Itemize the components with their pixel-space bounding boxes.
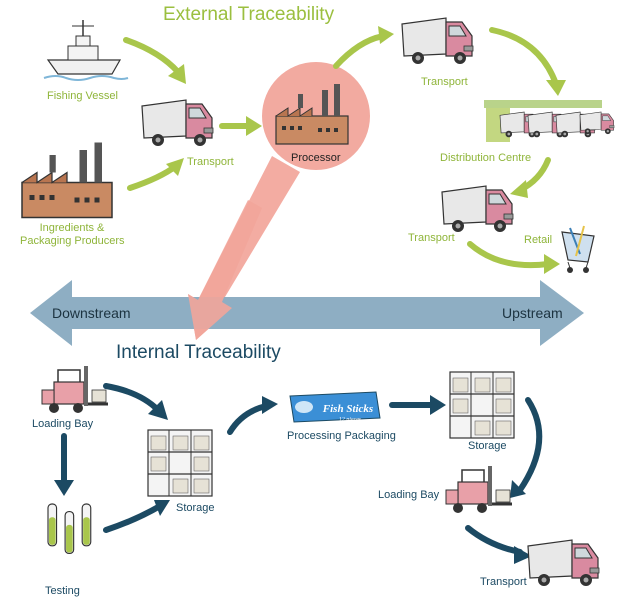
transport-label-3: Transport	[408, 232, 455, 244]
loading-bay-label-2: Loading Bay	[378, 489, 440, 501]
fishing-vessel-icon	[43, 20, 129, 81]
storage-shelves-icon-1	[147, 429, 213, 497]
forklift-icon-1	[40, 364, 110, 415]
arrow-vessel-to-transport	[123, 37, 181, 75]
storage-label-1: Storage	[176, 502, 215, 514]
forklift-icon-2	[444, 464, 514, 515]
storage-shelves-icon-2	[449, 371, 515, 439]
external-arrowheads	[166, 26, 566, 274]
downstream-upstream-axis-arrow	[30, 280, 584, 346]
internal-arrowheads	[54, 395, 532, 564]
fish-sticks-package-icon	[289, 391, 381, 423]
truck-icon-3	[441, 185, 514, 233]
arrow-transport-to-distribution	[489, 27, 559, 87]
fishing-vessel-label: Fishing Vessel	[47, 90, 118, 102]
downstream-label: Downstream	[52, 305, 131, 321]
distribution-centre-icon	[484, 100, 615, 142]
external-traceability-title: External Traceability	[163, 4, 335, 25]
testing-label: Testing	[45, 585, 80, 597]
truck-icon-4	[527, 539, 600, 587]
processor-arrow-head	[188, 200, 262, 340]
storage-label-2: Storage	[468, 440, 507, 452]
ingredients-label: Ingredients & Packaging Producers	[20, 222, 125, 248]
internal-traceability-title: Internal Traceability	[116, 342, 281, 363]
internal-arrows	[61, 383, 543, 555]
distribution-centre-label: Distribution Centre	[440, 152, 532, 164]
retail-label: Retail	[524, 234, 553, 246]
test-tubes-icon	[47, 503, 92, 554]
ingredients-label-line2: Packaging Producers	[20, 235, 125, 247]
package-brand-text: Fish Sticks	[322, 403, 373, 415]
loading-bay-label-1: Loading Bay	[32, 418, 94, 430]
arrow-transport-to-retail	[467, 241, 551, 269]
ingredients-label-line1: Ingredients &	[39, 222, 105, 234]
transport-label-4: Transport	[480, 576, 527, 588]
arrow-ingredients-to-transport	[127, 163, 179, 191]
ingredients-factory-icon	[21, 141, 113, 219]
retail-cart-icon	[561, 225, 595, 273]
truck-icon-1	[141, 99, 214, 147]
transport-label-1: Transport	[187, 156, 234, 168]
upstream-label: Upstream	[502, 305, 563, 321]
truck-icon-2	[401, 17, 474, 65]
processor-label: Processor	[291, 152, 341, 164]
arrow-processor-to-transport	[333, 33, 387, 69]
processing-packaging-label: Processing Packaging	[287, 430, 396, 442]
package-sub-text: 12 pieces	[339, 417, 362, 423]
transport-label-2: Transport	[421, 76, 468, 88]
